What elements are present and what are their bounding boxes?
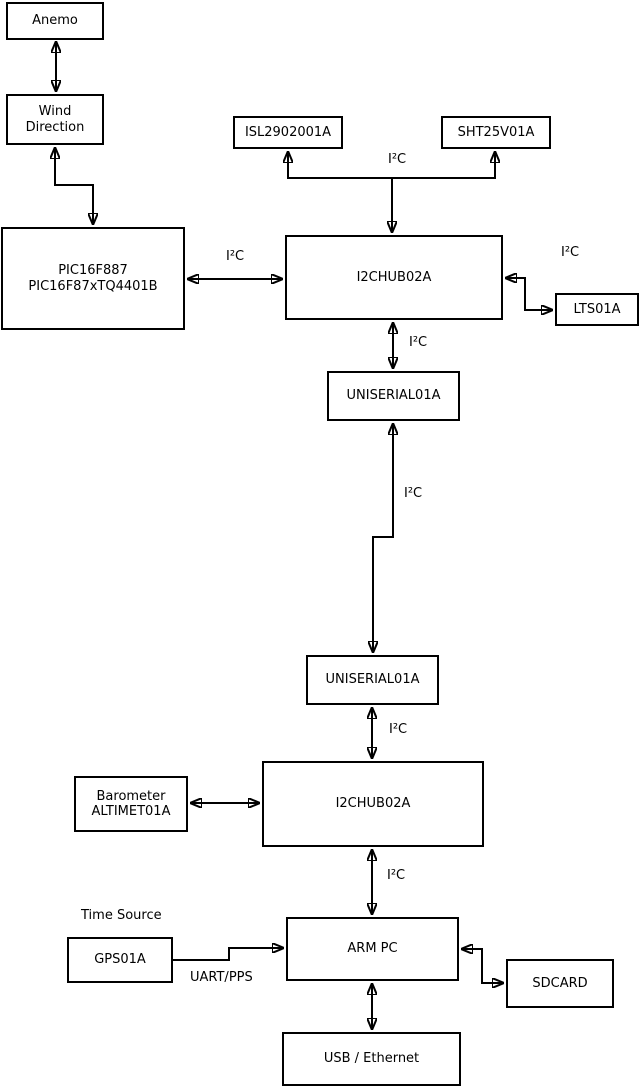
box-arm-pc: ARM PC [286,917,459,981]
box-gps01a-label: GPS01A [94,952,146,968]
box-uniserial-top-label: UNISERIAL01A [346,388,441,404]
box-sdcard-label: SDCARD [532,975,588,991]
box-usb-ethernet-label: USB / Ethernet [323,1051,420,1067]
label-i2c-pic-hub: I²C [226,249,245,264]
box-i2chub-top-label: I2CHUB02A [356,269,432,285]
box-isl2902001a-label: ISL2902001A [244,124,332,140]
box-sdcard: SDCARD [506,959,614,1008]
box-uniserial-bottom: UNISERIAL01A [306,655,439,705]
arrow-uniserial-uniserial [373,423,393,653]
box-wind-direction-label: Wind Direction [25,104,85,135]
box-pic-microcontroller: PIC16F887 PIC16F87xTQ4401B [1,227,185,330]
box-lts01a: LTS01A [555,293,639,326]
arrow-i2chub-lts [505,278,553,310]
box-i2chub-top: I2CHUB02A [285,235,503,320]
box-barometer: Barometer ALTIMET01A [74,776,188,832]
box-usb-ethernet: USB / Ethernet [282,1032,461,1086]
box-arm-pc-label: ARM PC [347,941,398,957]
label-time-source: Time Source [81,908,162,923]
box-gps01a: GPS01A [67,937,173,983]
box-wind-direction: Wind Direction [6,94,104,145]
arrow-armpc-sdcard [461,949,504,983]
box-lts01a-label: LTS01A [573,301,621,317]
box-anemo: Anemo [6,2,104,40]
box-isl2902001a: ISL2902001A [233,116,343,149]
box-i2chub-bottom-label: I2CHUB02A [335,796,411,812]
box-i2chub-bottom: I2CHUB02A [262,761,484,847]
label-i2c-hub-lts: I²C [561,245,580,260]
label-i2c-hub-uniserial: I²C [409,335,428,350]
box-uniserial-top: UNISERIAL01A [327,371,460,421]
box-anemo-label: Anemo [32,13,78,29]
label-i2c-hub2-armpc: I²C [387,868,406,883]
label-i2c-uniserial-link: I²C [404,486,423,501]
arrow-gps-armpc [173,948,284,961]
box-uniserial-bottom-label: UNISERIAL01A [325,672,420,688]
box-barometer-label: Barometer ALTIMET01A [91,788,171,819]
box-sht25v01a-label: SHT25V01A [457,124,535,140]
arrow-wind-pic [55,147,93,225]
label-uart-pps: UART/PPS [190,970,253,985]
label-i2c-uniserial-hub2: I²C [389,722,408,737]
box-pic-microcontroller-label: PIC16F887 PIC16F87xTQ4401B [28,263,158,294]
box-sht25v01a: SHT25V01A [441,116,551,149]
label-i2c-sensor-bus: I²C [388,152,407,167]
